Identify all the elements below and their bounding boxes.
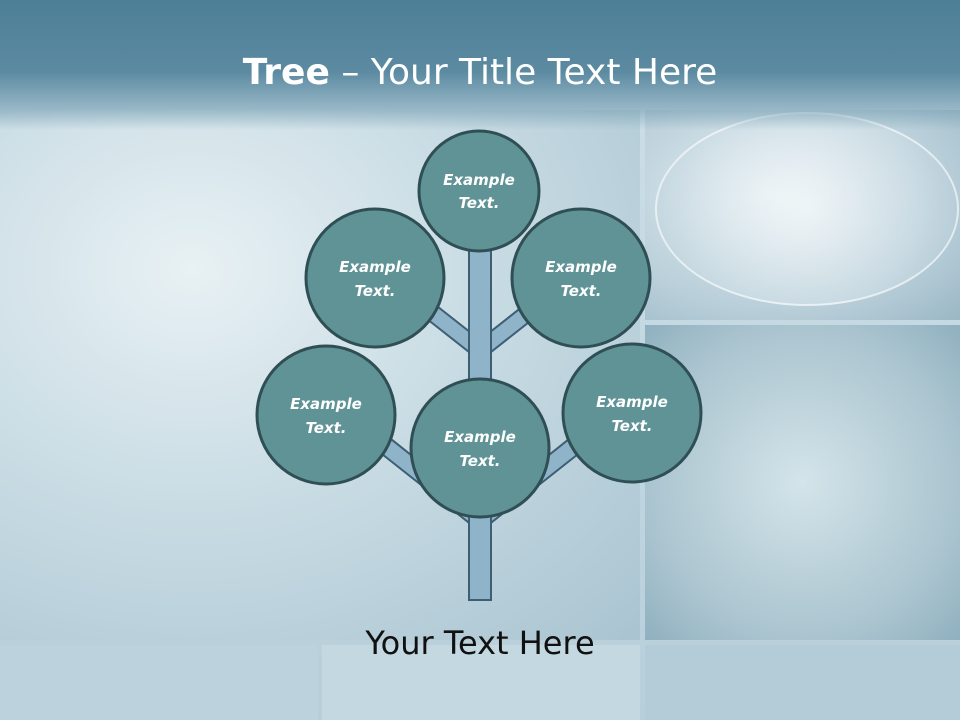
node-center-line2: Text. [459, 452, 500, 470]
slide-title: Tree – Your Title Text Here [0, 52, 960, 93]
node-upper-left-line2: Text. [354, 282, 395, 300]
node-center: Example Text. [409, 377, 551, 519]
node-upper-left: Example Text. [304, 207, 446, 349]
footer-text: Your Text Here [365, 624, 595, 662]
title-bold: Tree [242, 52, 330, 93]
node-lower-right-line2: Text. [611, 417, 652, 435]
node-lower-left-line1: Example [290, 395, 362, 413]
node-upper-right-line2: Text. [560, 282, 601, 300]
title-separator: – [329, 52, 371, 93]
node-lower-right: Example Text. [561, 342, 703, 484]
lab-photo-bottom-left [0, 645, 318, 720]
petri-dish-shape [655, 112, 959, 306]
title-bar [0, 0, 960, 130]
title-rest: Your Title Text Here [370, 52, 718, 93]
node-top-line2: Text. [458, 194, 499, 212]
lab-photo-flask [645, 325, 960, 640]
node-upper-left-line1: Example [339, 258, 411, 276]
node-upper-right: Example Text. [510, 207, 652, 349]
node-lower-left-line2: Text. [305, 419, 346, 437]
node-top: Example Text. [417, 129, 541, 253]
node-center-line1: Example [444, 428, 516, 446]
node-top-line1: Example [443, 171, 515, 189]
lab-photo-bottom-mid [322, 645, 640, 720]
node-lower-right-line1: Example [596, 393, 668, 411]
node-upper-right-line1: Example [545, 258, 617, 276]
lab-photo-bottom-right [645, 645, 960, 720]
node-lower-left: Example Text. [255, 344, 397, 486]
